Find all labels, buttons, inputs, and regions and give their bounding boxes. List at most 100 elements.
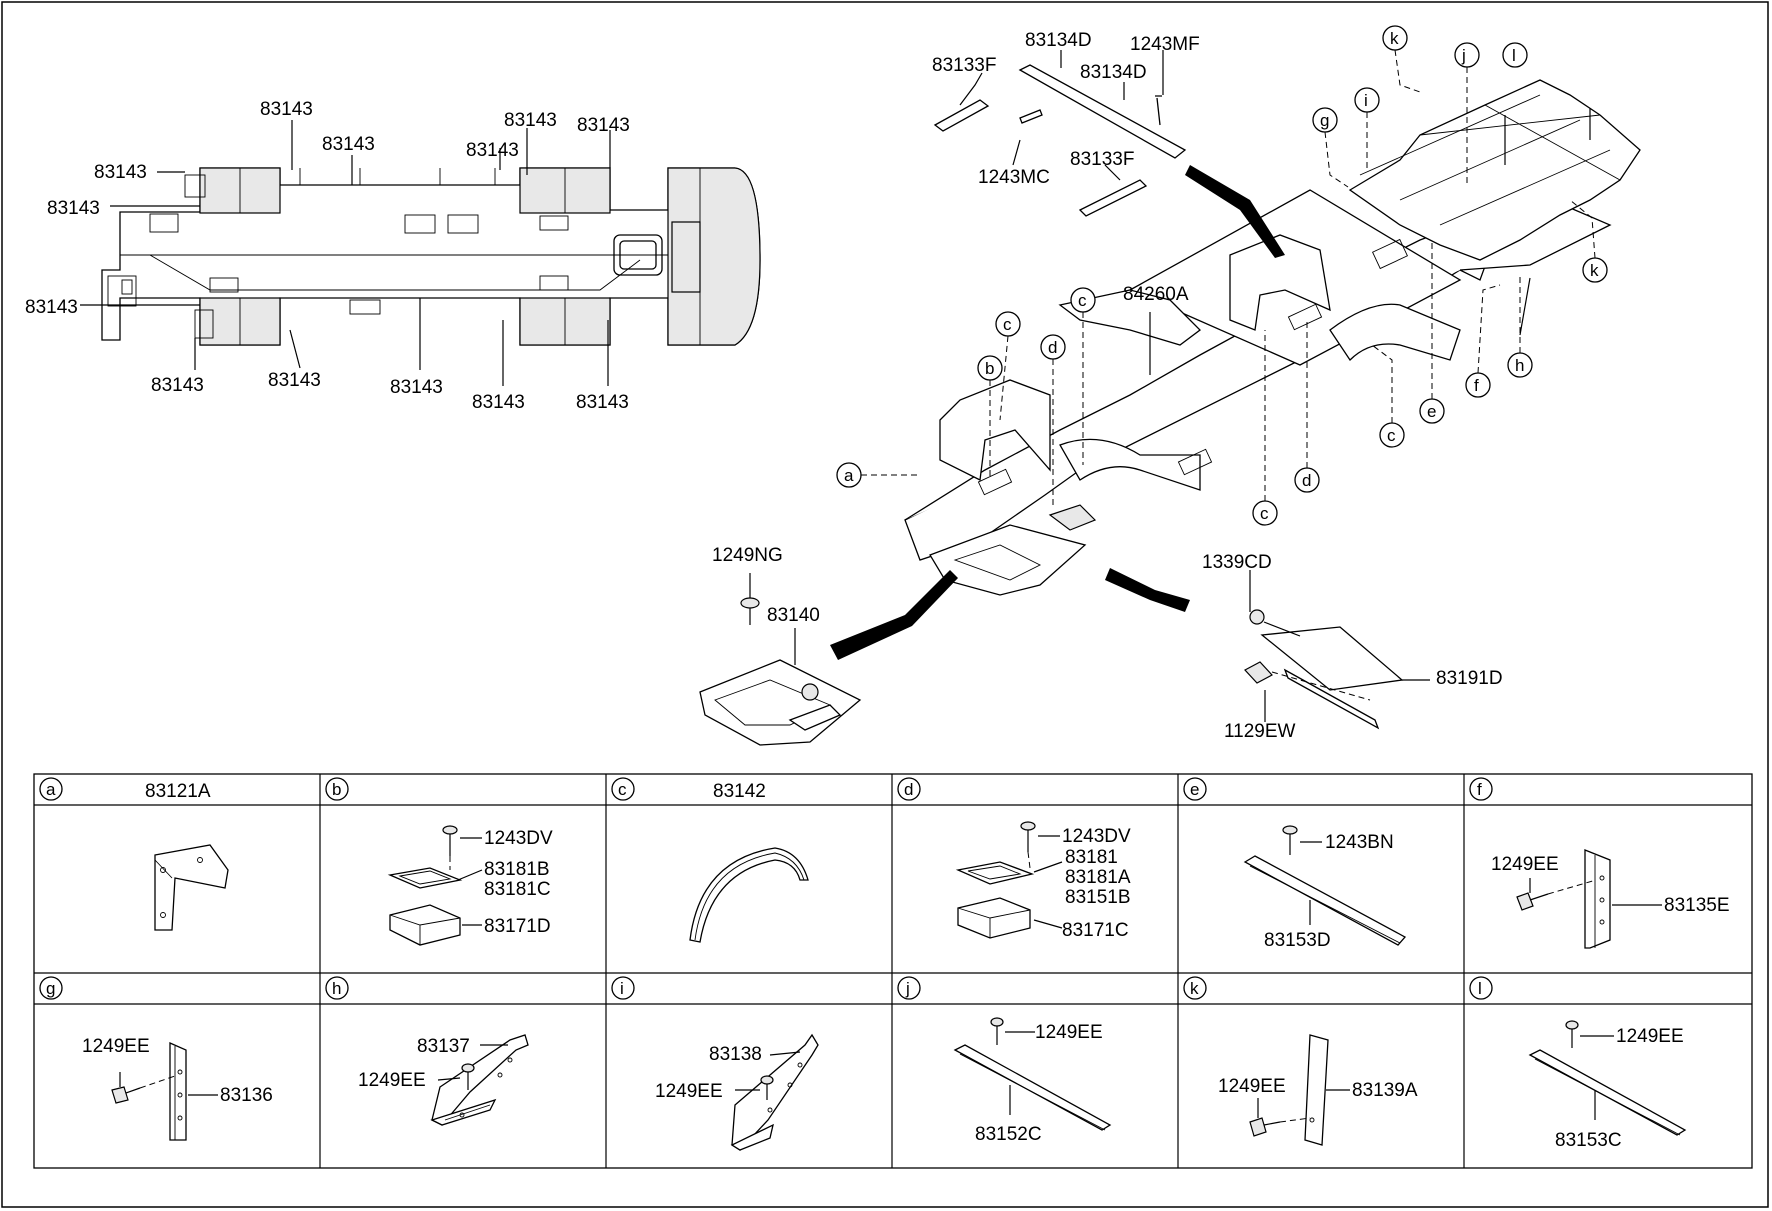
svg-text:a: a	[46, 780, 56, 799]
callout-d: d	[1294, 467, 1320, 493]
callout-h: h	[1507, 352, 1533, 378]
label-83143: 83143	[390, 377, 443, 398]
cell-i-header: i	[611, 976, 635, 1000]
part-l-drawing: 1249EE 83153C	[1528, 1020, 1687, 1151]
svg-text:i: i	[620, 979, 624, 998]
label-83134d: 83134D	[1025, 30, 1092, 51]
svg-text:f: f	[1474, 376, 1479, 395]
label-1129ew: 1129EW	[1224, 721, 1296, 742]
svg-text:d: d	[1302, 471, 1311, 490]
label-83181c: 83181C	[484, 879, 551, 900]
svg-text:l: l	[1478, 979, 1482, 998]
svg-text:83142: 83142	[713, 781, 766, 802]
part-g-drawing: 1249EE 83136	[82, 1036, 273, 1141]
part-e-drawing: 1243BN 83153D	[1243, 825, 1407, 951]
part-k-drawing: 1249EE 83139A	[1218, 1034, 1418, 1146]
label-1243dv: 1243DV	[1062, 826, 1131, 847]
svg-text:d: d	[1048, 338, 1057, 357]
part-i-drawing: 83138 1249EE	[655, 1033, 819, 1151]
label-83139a: 83139A	[1352, 1080, 1418, 1101]
svg-text:i: i	[1364, 91, 1368, 110]
cell-g-header: g	[39, 976, 63, 1000]
label-83137: 83137	[417, 1036, 470, 1057]
svg-text:c: c	[1003, 315, 1012, 334]
cell-k-header: k	[1183, 976, 1207, 1000]
cell-h-header: h	[325, 976, 349, 1000]
label-83133f: 83133F	[1070, 149, 1134, 170]
label-83143: 83143	[151, 375, 204, 396]
svg-text:b: b	[985, 359, 994, 378]
label-1243bn: 1243BN	[1325, 832, 1394, 853]
label-1243mf: 1243MF	[1130, 34, 1200, 55]
svg-text:a: a	[844, 466, 854, 485]
parts-table: a 83121A b c 83142 d e f g h i j k l	[33, 773, 1753, 1169]
part-h-drawing: 83137 1249EE	[358, 1034, 529, 1126]
callout-f: f	[1465, 372, 1491, 398]
label-84260a: 84260A	[1123, 284, 1189, 305]
label-83171c: 83171C	[1062, 920, 1129, 941]
label-83143: 83143	[94, 162, 147, 183]
svg-text:l: l	[1512, 46, 1516, 65]
svg-text:c: c	[1387, 426, 1396, 445]
svg-text:c: c	[1260, 504, 1269, 523]
svg-text:83121A: 83121A	[145, 781, 211, 802]
bus-top-view: 83143 83143 83143 83143 83143 83143 8314…	[25, 99, 761, 413]
label-83171d: 83171D	[484, 916, 551, 937]
svg-text:c: c	[618, 780, 627, 799]
svg-text:j: j	[905, 979, 910, 998]
callout-g: g	[1312, 107, 1338, 133]
label-83181b: 83181B	[484, 859, 550, 880]
label-83181a: 83181A	[1065, 867, 1131, 888]
label-1339cd: 1339CD	[1202, 552, 1272, 573]
label-83135e: 83135E	[1664, 895, 1730, 916]
cell-c-header: c 83142	[611, 777, 766, 802]
part-b-drawing: 1243DV 83181B 83181C 83171D	[387, 825, 553, 946]
svg-text:d: d	[904, 780, 913, 799]
svg-text:c: c	[1078, 291, 1087, 310]
svg-text:h: h	[332, 979, 341, 998]
label-83153c: 83153C	[1555, 1130, 1622, 1151]
part-f-drawing: 1249EE 83135E	[1491, 849, 1730, 949]
label-1249ee: 1249EE	[1616, 1026, 1684, 1047]
label-83143: 83143	[268, 370, 321, 391]
callout-c: c	[1252, 500, 1278, 526]
label-1243mc: 1243MC	[978, 167, 1050, 188]
callout-c: c	[995, 311, 1021, 337]
svg-text:b: b	[332, 780, 341, 799]
callout-k: k	[1382, 25, 1408, 51]
label-83140: 83140	[767, 605, 820, 626]
part-j-drawing: 1249EE 83152C	[953, 1017, 1112, 1145]
svg-text:g: g	[46, 979, 55, 998]
label-83143: 83143	[472, 392, 525, 413]
label-83151b: 83151B	[1065, 887, 1131, 908]
label-83134d: 83134D	[1080, 62, 1147, 83]
cell-d-header: d	[897, 777, 921, 801]
callout-c: c	[1070, 287, 1096, 313]
floor-covering-iso-view: k j l i g k h f e c c d c b d c a 83133F…	[699, 25, 1641, 746]
svg-text:f: f	[1477, 780, 1482, 799]
label-1249ee: 1249EE	[1491, 854, 1559, 875]
cell-j-header: j	[897, 976, 921, 1000]
label-83143: 83143	[577, 115, 630, 136]
label-83153d: 83153D	[1264, 930, 1331, 951]
part-83142-drawing	[689, 847, 809, 943]
label-1249ee: 1249EE	[358, 1070, 426, 1091]
part-d-drawing: 1243DV 83181 83181A 83151B 83171C	[955, 821, 1131, 941]
svg-text:k: k	[1390, 29, 1399, 48]
part-83121a-drawing	[154, 844, 229, 931]
svg-text:j: j	[1461, 46, 1466, 65]
label-1249ee: 1249EE	[1035, 1022, 1103, 1043]
callout-l: l	[1502, 42, 1528, 68]
label-83138: 83138	[709, 1044, 762, 1065]
label-83133f: 83133F	[932, 55, 996, 76]
label-83152c: 83152C	[975, 1124, 1042, 1145]
callout-b: b	[977, 355, 1003, 381]
cell-b-header: b	[325, 777, 349, 801]
label-83143: 83143	[47, 198, 100, 219]
svg-text:e: e	[1427, 402, 1436, 421]
cell-f-header: f	[1469, 777, 1493, 801]
svg-text:k: k	[1590, 261, 1599, 280]
label-1249ee: 1249EE	[82, 1036, 150, 1057]
